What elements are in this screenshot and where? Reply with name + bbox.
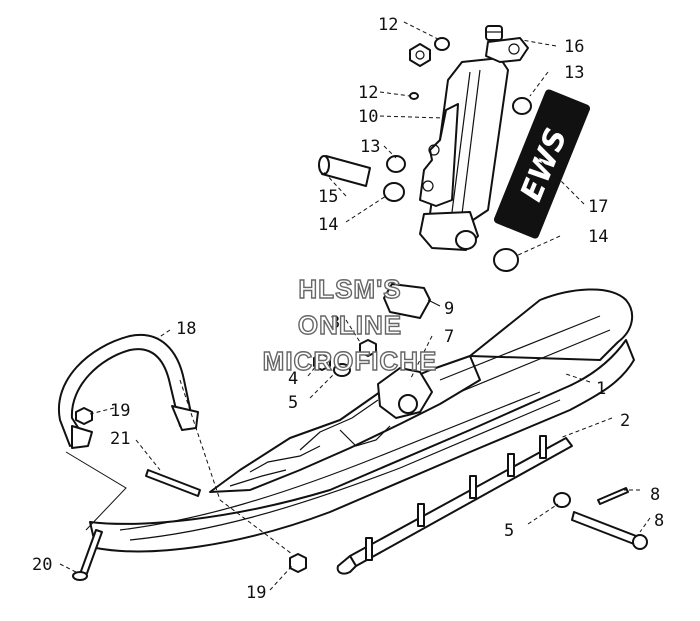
nut-3 bbox=[359, 339, 377, 357]
callout-5a: 5 bbox=[288, 393, 298, 413]
callout-19b: 19 bbox=[246, 583, 266, 603]
callout-7: 8 bbox=[654, 511, 664, 531]
callout-11: 12 bbox=[378, 15, 398, 35]
washer-5-lower bbox=[553, 492, 571, 508]
watermark-line-3: MICROFICHE bbox=[263, 346, 438, 376]
callout-13b: 13 bbox=[360, 137, 380, 157]
ski-loop bbox=[57, 333, 199, 449]
bushing-13a bbox=[512, 97, 532, 115]
callout-9: 9 bbox=[444, 299, 454, 319]
spindle-arm bbox=[485, 37, 529, 63]
ski bbox=[89, 283, 635, 553]
grease-fitting bbox=[409, 92, 419, 100]
washer-top bbox=[434, 37, 450, 51]
bushing-14a bbox=[383, 182, 405, 202]
callout-8: 8 bbox=[650, 485, 660, 505]
callout-14a: 14 bbox=[318, 215, 338, 235]
mount-block bbox=[383, 283, 431, 319]
callout-2: 2 bbox=[620, 411, 630, 431]
nut-19a bbox=[75, 407, 93, 425]
bolt-7 bbox=[571, 511, 637, 545]
watermark-line-1: HLSM'S bbox=[298, 274, 401, 304]
bolt-21 bbox=[145, 469, 201, 497]
nut-4 bbox=[313, 353, 331, 371]
callout-21: 21 bbox=[110, 429, 130, 449]
ews-decal: EWS bbox=[493, 89, 591, 239]
callout-17: 17 bbox=[588, 197, 608, 217]
callout-5b: 5 bbox=[504, 521, 514, 541]
callout-18: 18 bbox=[176, 319, 196, 339]
ski-body bbox=[89, 339, 635, 553]
cotter-pin bbox=[597, 487, 629, 505]
spindle-assembly bbox=[318, 25, 532, 272]
washer-5-upper bbox=[333, 363, 351, 377]
nut bbox=[409, 43, 431, 67]
callout-1: 1 bbox=[596, 379, 606, 399]
callout-labels: 12 16 13 12 10 13 15 14 17 14 9 3 7 4 5 … bbox=[32, 15, 664, 603]
callout-12: 12 bbox=[358, 83, 378, 103]
callout-15: 15 bbox=[318, 187, 338, 207]
leader-lines bbox=[59, 21, 651, 591]
ski-tip bbox=[469, 288, 634, 361]
callout-13a: 13 bbox=[564, 63, 584, 83]
callout-10: 10 bbox=[358, 107, 378, 127]
bushing-14b bbox=[493, 248, 519, 272]
nut-19b bbox=[289, 553, 307, 573]
cap-screw bbox=[485, 25, 503, 41]
watermark-line-2: ONLINE bbox=[298, 310, 402, 340]
callout-3: 3 bbox=[330, 313, 340, 333]
bolt-20 bbox=[79, 529, 103, 577]
bushing-13b bbox=[386, 155, 406, 173]
hardware bbox=[72, 339, 648, 581]
callout-16: 16 bbox=[564, 37, 584, 57]
callout-4: 4 bbox=[288, 369, 298, 389]
callout-14b: 14 bbox=[588, 227, 608, 247]
wear-bar bbox=[336, 435, 573, 575]
watermark: HLSM'S ONLINE MICROFICHE bbox=[262, 273, 438, 376]
callout-19a: 19 bbox=[110, 401, 130, 421]
callout-6: 7 bbox=[444, 327, 454, 347]
spindle-mount bbox=[377, 367, 433, 419]
callout-20: 20 bbox=[32, 555, 52, 575]
